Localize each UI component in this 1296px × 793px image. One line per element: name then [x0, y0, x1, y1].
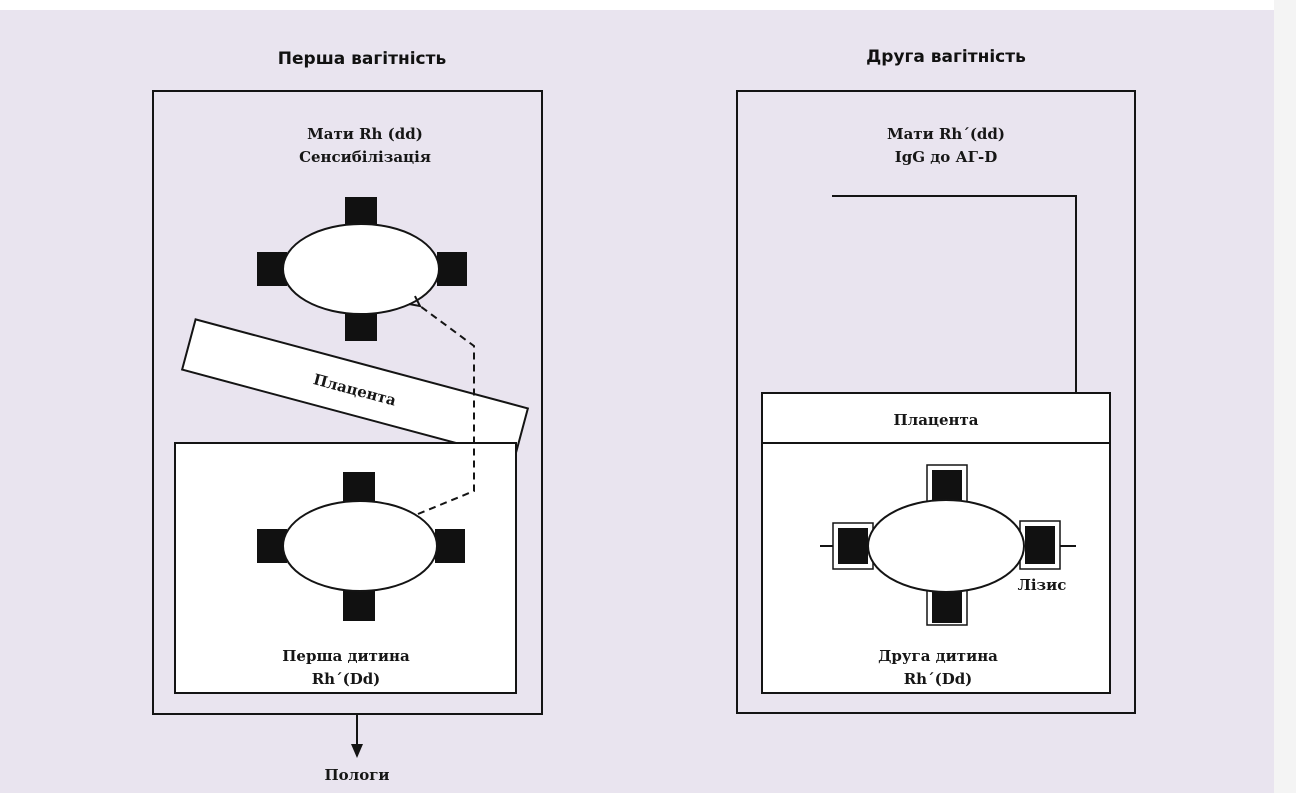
right-child-rh: Rh´(Dd): [904, 670, 973, 688]
right-mother-antibodies: IgG до АГ-D: [895, 148, 998, 166]
lysis-label: Лізис: [1018, 576, 1067, 594]
left-mother-sensitization: Сенсибілізація: [299, 148, 431, 166]
left-placenta: Плацента: [180, 318, 530, 460]
left-child-label: Перша дитина: [282, 647, 410, 665]
left-mother-cell: [257, 197, 467, 341]
right-placenta-label: Плацента: [893, 411, 978, 429]
top-edge: [0, 0, 1296, 10]
right-child-cell: [820, 464, 1076, 626]
birth-label: Пологи: [324, 766, 389, 784]
right-edge: [1274, 0, 1296, 793]
left-mother-box: [152, 90, 543, 715]
right-child-label: Друга дитина: [878, 647, 998, 665]
right-panel-title: Друга вагітність: [866, 47, 1026, 67]
right-mother-box: [736, 90, 1136, 714]
left-child-cell: [257, 472, 465, 621]
left-antigen-transfer-arrow: [418, 306, 475, 515]
left-child-rh: Rh´(Dd): [312, 670, 381, 688]
right-mother-label: Мати Rh´(dd): [887, 125, 1005, 143]
left-panel-title: Перша вагітність: [278, 49, 446, 69]
left-mother-label: Мати Rh (dd): [307, 125, 423, 143]
